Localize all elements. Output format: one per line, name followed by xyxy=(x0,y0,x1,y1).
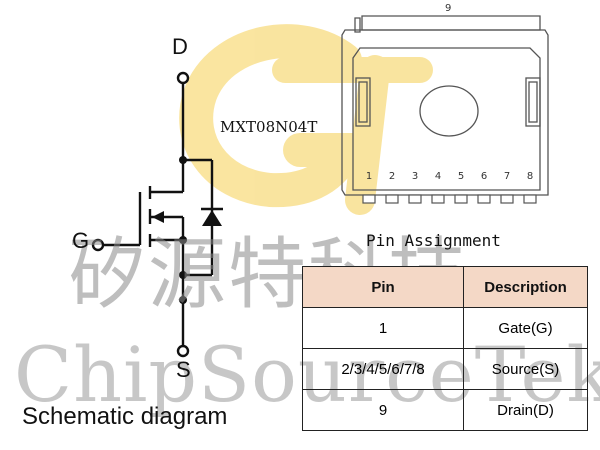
part-number: MXT08N04T xyxy=(220,118,318,136)
table-row: 1 Gate(G) xyxy=(301,307,588,349)
gate-terminal xyxy=(91,238,105,252)
column-header-description: Description xyxy=(463,266,588,308)
package-pin-label: 5 xyxy=(457,171,465,182)
schematic-caption: Schematic diagram xyxy=(22,403,228,430)
package-pin-label: 7 xyxy=(503,171,511,182)
table-row: 2/3/4/5/6/7/8 Source(S) xyxy=(301,348,588,390)
table-header-row: Pin Description xyxy=(301,266,588,308)
package-pin-label: 8 xyxy=(526,171,534,182)
description-cell: Gate(G) xyxy=(463,307,588,349)
drain-label: D xyxy=(172,34,188,59)
pin-cell: 9 xyxy=(301,389,465,431)
source-label: S xyxy=(176,357,191,382)
pin-table: Pin Description 1 Gate(G) 2/3/4/5/6/7/8 … xyxy=(301,266,588,431)
description-cell: Drain(D) xyxy=(463,389,588,431)
pin-assignment-caption: Pin Assignment xyxy=(366,231,501,250)
column-header-pin: Pin xyxy=(301,266,465,308)
pin-cell: 2/3/4/5/6/7/8 xyxy=(301,348,465,390)
pin-cell: 1 xyxy=(301,307,465,349)
gate-label: G xyxy=(72,228,90,253)
table-row: 9 Drain(D) xyxy=(301,389,588,431)
description-cell: Source(S) xyxy=(463,348,588,390)
body-diode xyxy=(202,210,222,226)
source-terminal xyxy=(176,344,190,358)
package-pin-label: 6 xyxy=(480,171,488,182)
package-pin-label: 1 xyxy=(365,171,373,182)
package-pin-label: 4 xyxy=(434,171,442,182)
package-top-pin-label: 9 xyxy=(445,3,452,14)
package-pin-label: 3 xyxy=(411,171,419,182)
package-pin-label: 2 xyxy=(388,171,396,182)
